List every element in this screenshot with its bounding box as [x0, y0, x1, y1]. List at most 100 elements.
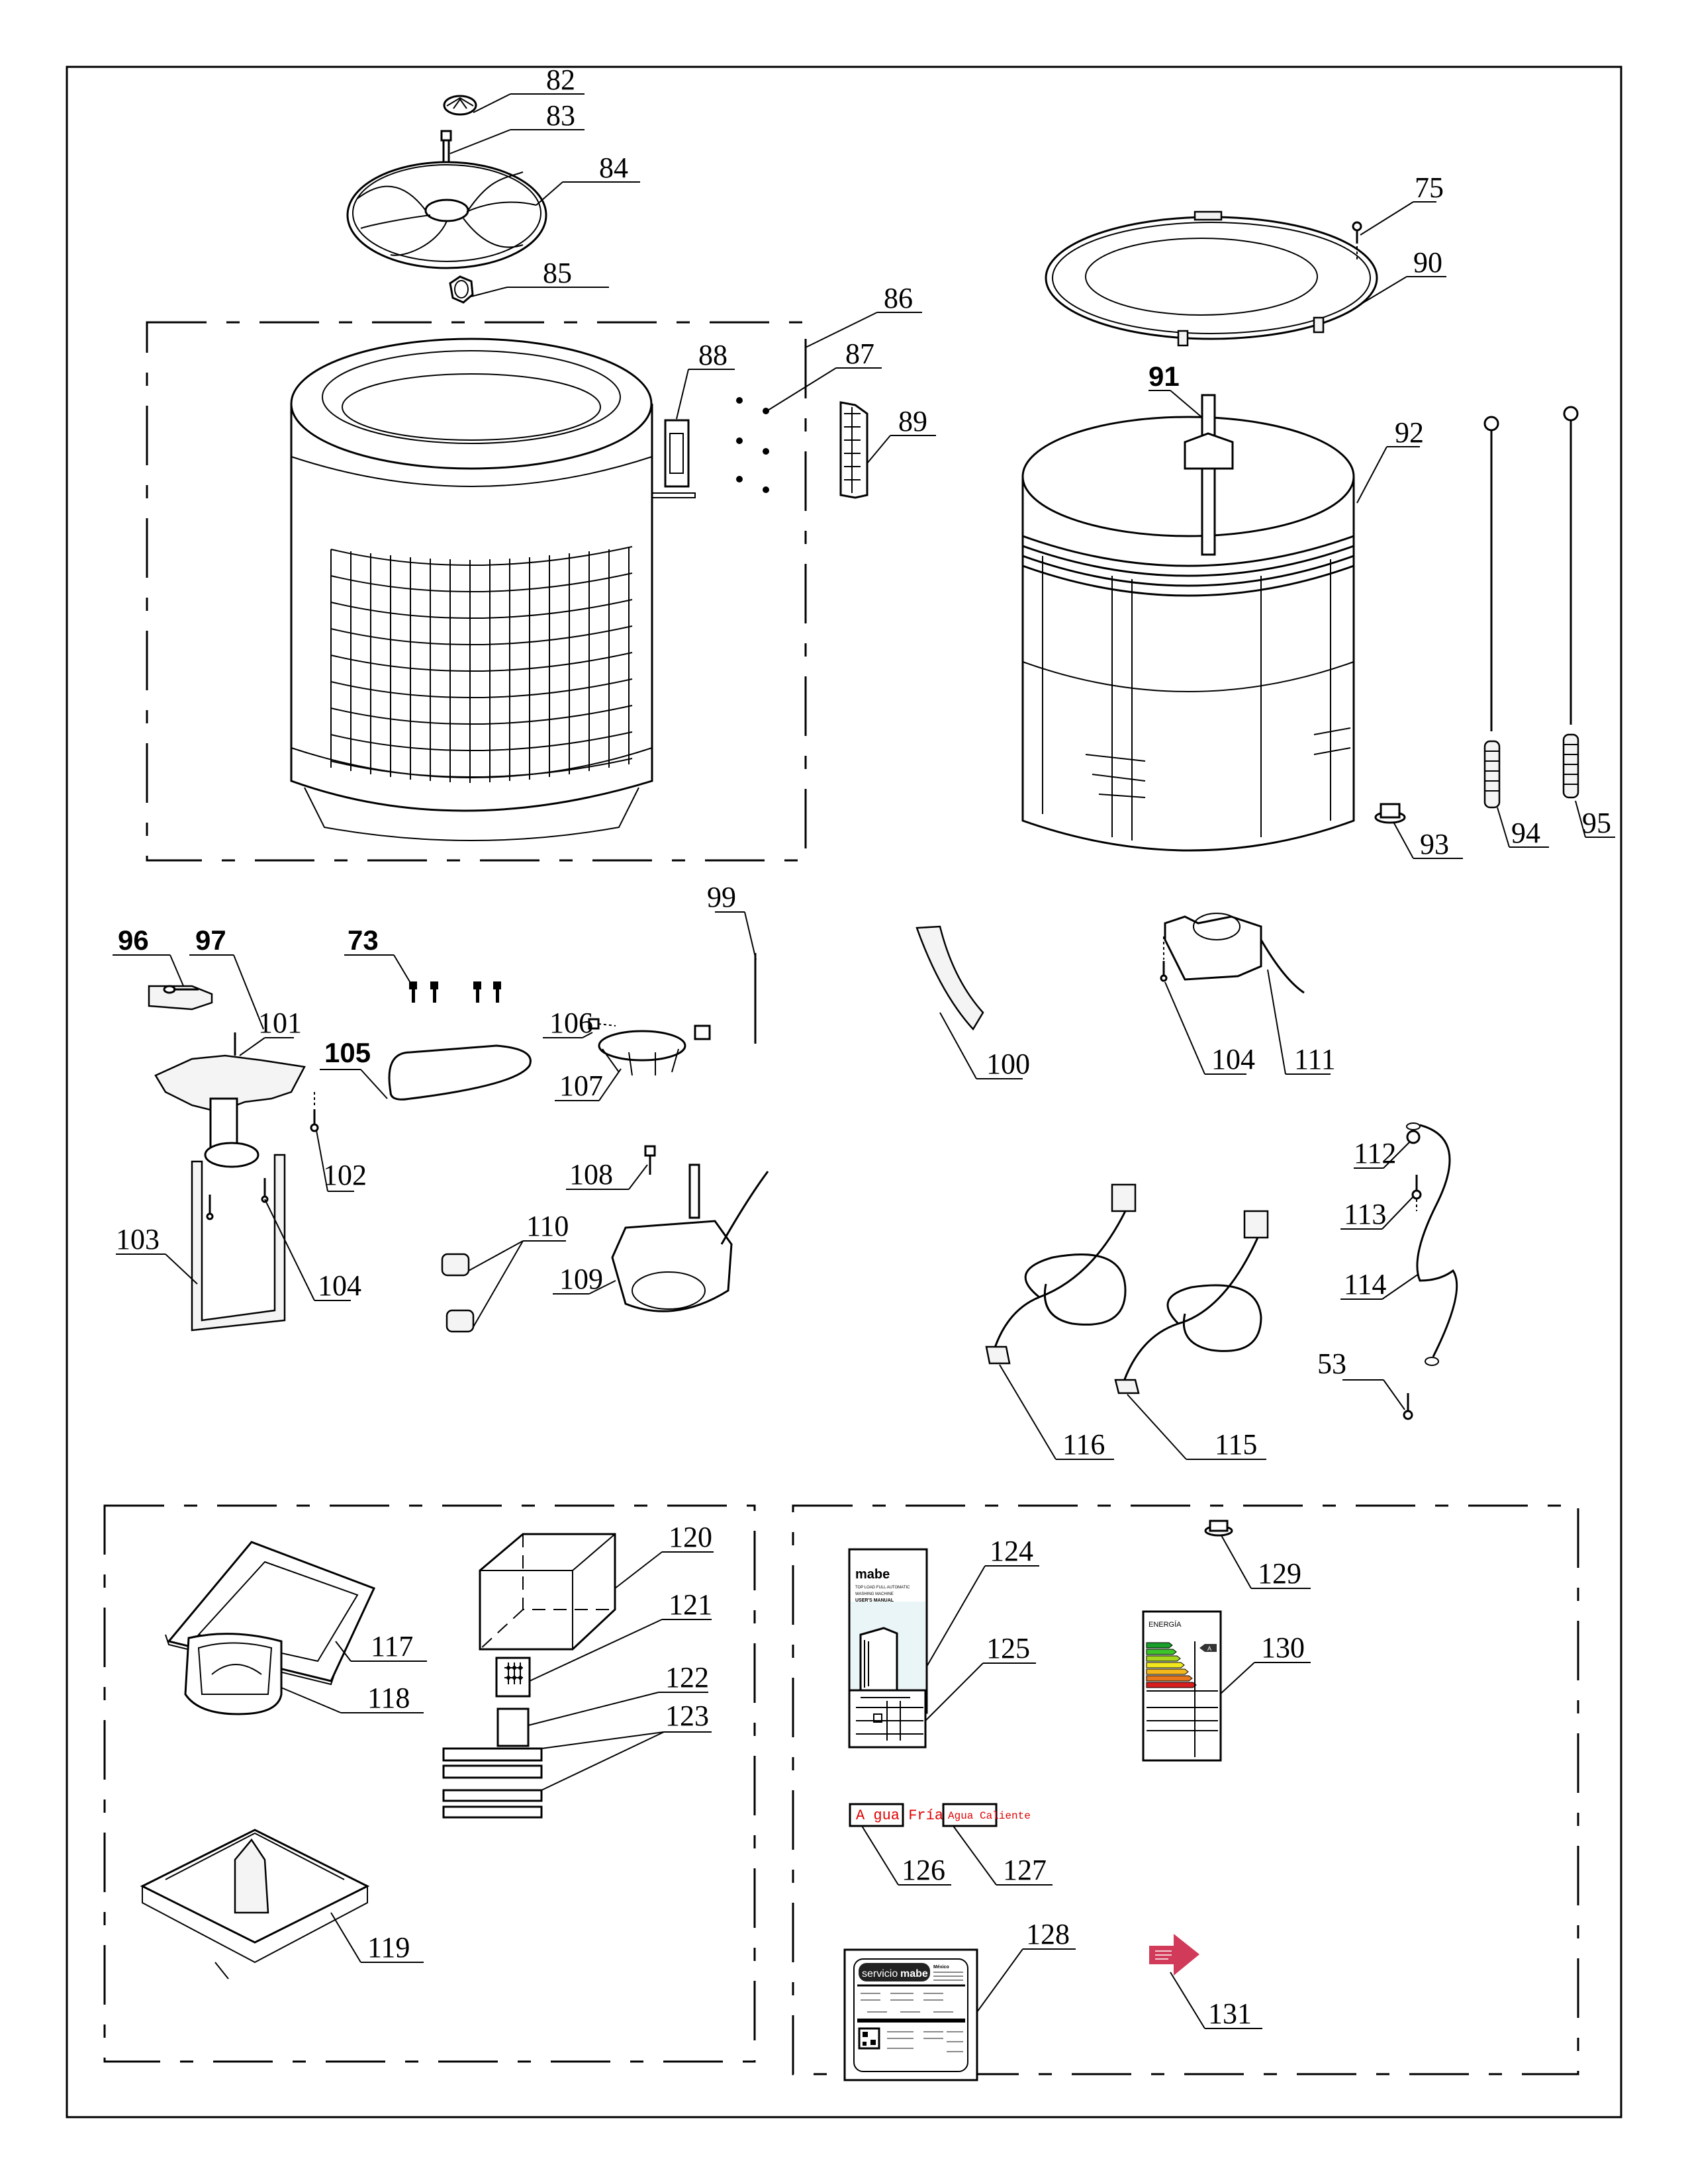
callout-86: 86 [884, 282, 913, 314]
callout-110: 110 [526, 1210, 569, 1242]
part-112-washer [1406, 1122, 1421, 1144]
callout-92: 92 [1395, 416, 1424, 449]
callout-83: 83 [546, 99, 575, 132]
callout-127: 127 [1003, 1854, 1047, 1886]
callout-123: 123 [665, 1700, 709, 1732]
callout-122: 122 [665, 1661, 709, 1694]
callout-113: 113 [1344, 1198, 1386, 1230]
part-93-plug [1374, 803, 1406, 824]
part-118-foam-insert [184, 1633, 283, 1715]
part-75-screw [1352, 221, 1362, 261]
group-box-packaging [103, 1504, 756, 2063]
part-108-bolt [644, 1145, 656, 1175]
part-89-lint-filter [839, 401, 868, 499]
cold-water-text: A gua Fría [856, 1807, 943, 1824]
energy-bar [1146, 1662, 1185, 1668]
part-131-arrow-sticker [1149, 1934, 1199, 1976]
part-128-service-card: servicio mabe México [843, 1948, 978, 2081]
part-122-sheet [496, 1707, 530, 1747]
callout-126: 126 [902, 1854, 945, 1886]
callout-125: 125 [986, 1632, 1030, 1664]
part-121-label-bag [495, 1657, 531, 1698]
part-125-wiring-diagram [848, 1689, 927, 1749]
callout-75: 75 [1415, 171, 1444, 204]
callout-97: 97 [195, 925, 226, 956]
service-card-country: México [933, 1965, 949, 1970]
part-111-drain-pump [1164, 913, 1305, 994]
group-box-documents [792, 1504, 1579, 2075]
callout-85: 85 [543, 257, 572, 289]
part-110-clamps [441, 1253, 475, 1333]
callout-114: 114 [1344, 1268, 1386, 1300]
basket-mesh [330, 546, 633, 783]
part-120-carton-box [479, 1533, 616, 1651]
callout-99: 99 [707, 881, 736, 913]
part-113-screw [1411, 1175, 1422, 1211]
callout-117: 117 [371, 1630, 413, 1662]
callout-84: 84 [599, 152, 628, 184]
callout-96: 96 [118, 925, 149, 956]
callout-104a: 104 [318, 1269, 361, 1302]
part-85-nut [449, 275, 474, 304]
part-102-bolt [310, 1092, 319, 1132]
part-124-users-manual: mabe TOP LOAD FULL AUTOMATIC WASHING MAC… [848, 1548, 928, 1714]
part-129-plug-cap [1204, 1520, 1233, 1537]
service-card-brand: mabe [900, 1968, 928, 1979]
manual-line3: USER'S MANUAL [855, 1598, 894, 1603]
part-104-screws [206, 1178, 269, 1220]
part-84-pulsator [346, 161, 547, 269]
callout-101: 101 [258, 1007, 302, 1039]
manual-brand: mabe [855, 1567, 890, 1582]
callout-100: 100 [986, 1048, 1030, 1080]
part-90-tub-ring [1045, 210, 1378, 347]
callout-102: 102 [323, 1159, 367, 1191]
callout-94: 94 [1511, 817, 1540, 849]
energy-class: A [1207, 1645, 1211, 1652]
callout-87: 87 [845, 338, 874, 370]
callout-106: 106 [549, 1007, 593, 1039]
callout-111: 111 [1294, 1043, 1336, 1075]
part-114-ground-wire [1416, 1124, 1458, 1357]
callout-53: 53 [1317, 1347, 1346, 1380]
callout-118: 118 [367, 1682, 410, 1714]
part-104b-screw [1160, 936, 1168, 982]
energy-bar [1146, 1642, 1173, 1649]
callout-107: 107 [559, 1069, 603, 1102]
part-91-baffle [1184, 394, 1234, 556]
group-box-86 [146, 321, 807, 862]
part-116-inlet-hose [985, 1183, 1137, 1365]
callout-108: 108 [569, 1158, 613, 1191]
part-95-suspension-rod [1562, 406, 1579, 799]
energy-bar [1146, 1655, 1181, 1662]
part-88-bracket [652, 419, 696, 498]
callout-82: 82 [546, 64, 575, 96]
callout-116: 116 [1062, 1428, 1105, 1461]
callout-131: 131 [1208, 1997, 1252, 2030]
callout-91: 91 [1149, 361, 1180, 392]
callout-120: 120 [669, 1521, 712, 1553]
part-119-base-cushion [140, 1829, 370, 1964]
callout-103: 103 [116, 1223, 160, 1255]
part-105-belt [388, 1044, 532, 1101]
part-103-motor-bracket [191, 1154, 286, 1332]
callout-104b: 104 [1211, 1043, 1255, 1075]
part-101-transmission [154, 1032, 306, 1168]
part-86-wash-basket [290, 338, 653, 841]
callout-119: 119 [367, 1931, 410, 1964]
callout-93: 93 [1420, 828, 1449, 860]
callout-112: 112 [1354, 1137, 1396, 1169]
energy-label-title: ENERGÍA [1149, 1620, 1182, 1629]
part-106-bolt [588, 1018, 616, 1030]
part-73-bolts [409, 981, 501, 1003]
part-87-screws [736, 397, 769, 493]
outer-frame [66, 66, 1622, 2118]
callout-109: 109 [559, 1263, 603, 1295]
part-107-pulley [598, 1024, 711, 1076]
energy-bar [1146, 1668, 1189, 1675]
callout-130: 130 [1261, 1631, 1305, 1664]
energy-bar [1146, 1682, 1197, 1688]
hot-water-text: Agua Caliente [948, 1810, 1031, 1822]
part-100-seal-strip [915, 925, 984, 1031]
callout-124: 124 [990, 1535, 1033, 1567]
